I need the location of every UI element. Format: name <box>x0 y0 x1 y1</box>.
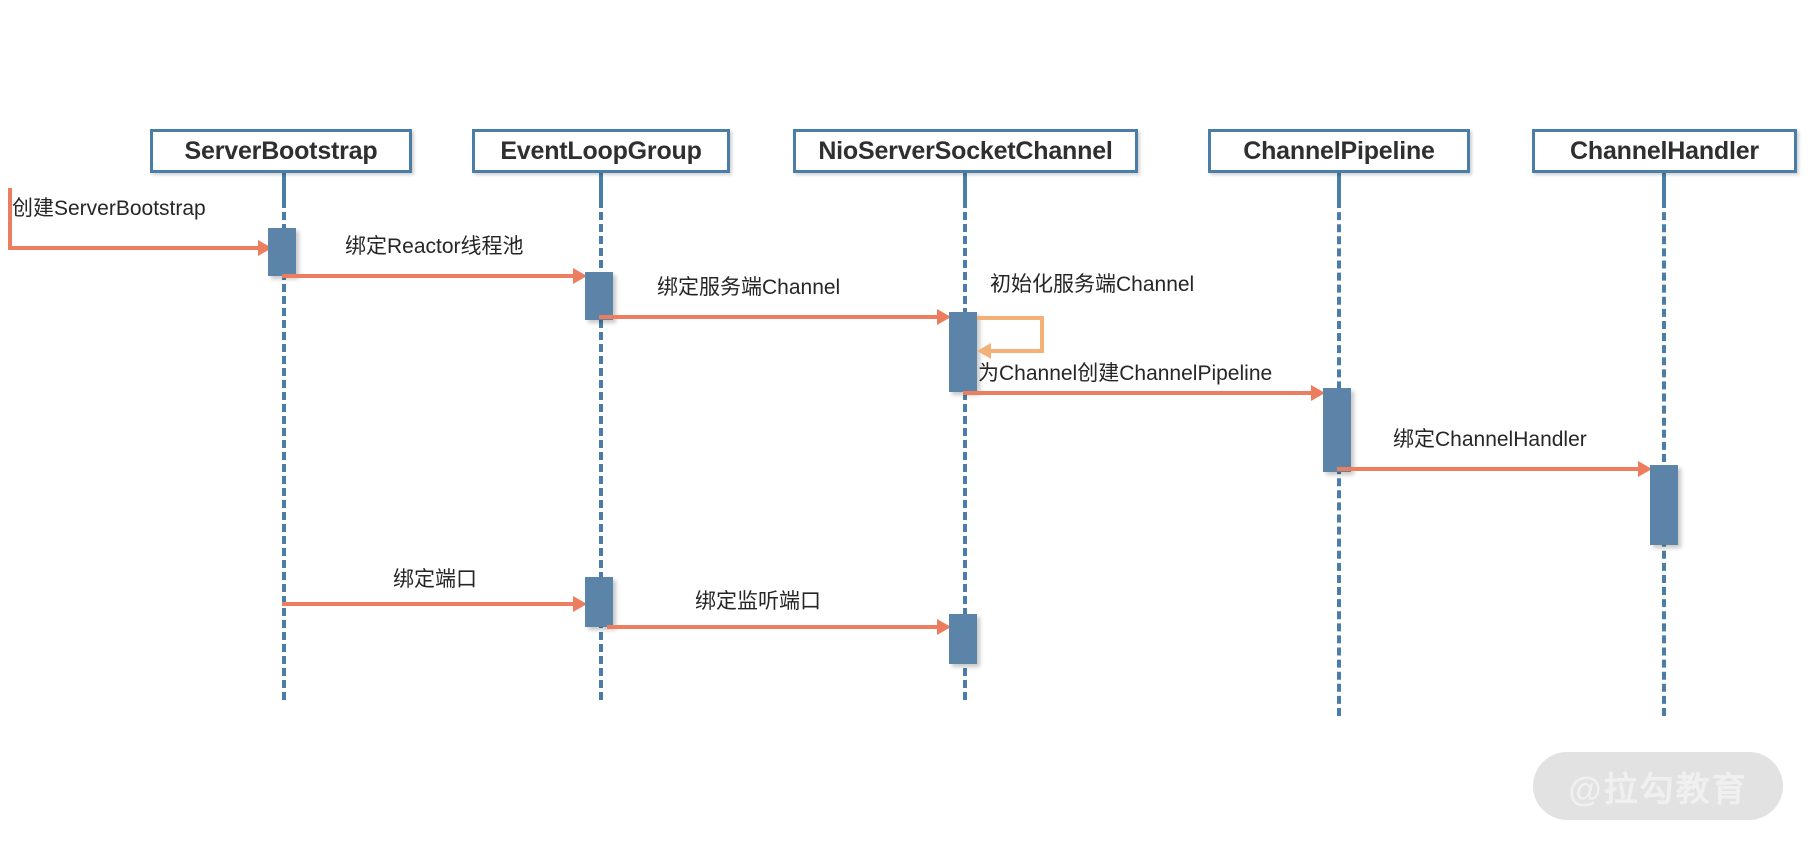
watermark-badge: @拉勾教育 <box>1533 752 1783 820</box>
message-line-create-channelpipeline <box>963 391 1318 395</box>
message-label-create-serverbootstrap: 创建ServerBootstrap <box>12 197 206 220</box>
message-line-bind-reactor-threadpool <box>282 274 582 278</box>
message-label-create-channelpipeline: 为Channel创建ChannelPipeline <box>978 362 1273 385</box>
participant-label-serverbootstrap: ServerBootstrap <box>184 136 378 165</box>
lifeline-solid-eventloopgroup <box>599 171 603 205</box>
arrowhead-bind-channelhandler <box>1638 461 1652 477</box>
activation-bar-eventloopgroup-lower <box>585 577 613 627</box>
participant-label-channelpipeline: ChannelPipeline <box>1243 136 1435 165</box>
activation-bar-channelpipeline <box>1323 388 1351 472</box>
self-loop-top-segment <box>977 316 1044 320</box>
self-loop-right-segment <box>1040 316 1044 353</box>
participant-label-nioserversocketchannel: NioServerSocketChannel <box>818 136 1113 165</box>
activation-bar-nioserversocketchannel-upper <box>949 312 977 392</box>
lifeline-dash-channelhandler <box>1662 200 1666 716</box>
message-line-create-serverbootstrap <box>8 246 266 250</box>
participant-eventloopgroup[interactable]: EventLoopGroup <box>472 129 730 173</box>
message-label-bind-server-channel: 绑定服务端Channel <box>657 276 841 299</box>
activation-bar-eventloopgroup-upper <box>585 272 613 320</box>
arrowhead-create-channelpipeline <box>1311 385 1325 401</box>
message-label-bind-channelhandler: 绑定ChannelHandler <box>1393 428 1587 451</box>
participant-channelpipeline[interactable]: ChannelPipeline <box>1208 129 1470 173</box>
arrowhead-bind-listen-port <box>937 619 951 635</box>
message-label-bind-port: 绑定端口 <box>393 568 477 591</box>
activation-bar-nioserversocketchannel-lower <box>949 614 977 664</box>
message-line-bind-server-channel <box>599 315 944 319</box>
activation-bar-channelhandler <box>1650 465 1678 545</box>
participant-label-eventloopgroup: EventLoopGroup <box>500 136 702 165</box>
arrowhead-bind-server-channel <box>937 309 951 325</box>
lifeline-solid-serverbootstrap <box>282 171 286 205</box>
message-label-init-server-channel: 初始化服务端Channel <box>990 273 1195 296</box>
message-entry-bracket <box>8 188 12 250</box>
message-line-bind-listen-port <box>607 625 944 629</box>
participant-channelhandler[interactable]: ChannelHandler <box>1532 129 1797 173</box>
arrowhead-init-server-channel <box>977 343 991 359</box>
message-line-bind-channelhandler <box>1337 467 1647 471</box>
lifeline-dash-nioserversocketchannel <box>963 200 967 700</box>
lifeline-solid-nioserversocketchannel <box>963 171 967 205</box>
lifeline-dash-serverbootstrap <box>282 200 286 700</box>
participant-label-channelhandler: ChannelHandler <box>1570 136 1759 165</box>
message-label-bind-listen-port: 绑定监听端口 <box>695 590 821 613</box>
message-label-bind-reactor-threadpool: 绑定Reactor线程池 <box>345 235 524 258</box>
arrowhead-bind-port <box>573 596 587 612</box>
lifeline-solid-channelpipeline <box>1337 171 1341 205</box>
watermark-text: @拉勾教育 <box>1568 770 1748 809</box>
arrowhead-bind-reactor-threadpool <box>573 268 587 284</box>
self-loop-bottom-segment <box>991 349 1044 353</box>
message-line-bind-port <box>282 602 582 606</box>
participant-nioserversocketchannel[interactable]: NioServerSocketChannel <box>793 129 1138 173</box>
activation-bar-serverbootstrap <box>268 228 296 276</box>
lifeline-solid-channelhandler <box>1662 171 1666 205</box>
participant-serverbootstrap[interactable]: ServerBootstrap <box>150 129 412 173</box>
lifeline-dash-eventloopgroup <box>599 200 603 700</box>
